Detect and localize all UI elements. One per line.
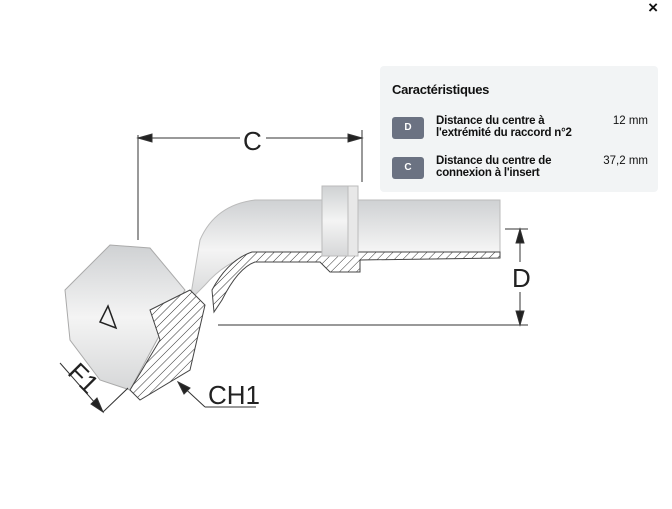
characteristic-value: 12 mm xyxy=(612,115,648,127)
characteristic-row: C Distance du centre de connexion à l'in… xyxy=(392,155,648,185)
characteristic-badge: D xyxy=(392,117,424,139)
dimension-c-label: C xyxy=(243,126,262,156)
characteristic-description: Distance du centre de connexion à l'inse… xyxy=(436,155,552,179)
characteristic-badge: C xyxy=(392,157,424,179)
characteristic-description: Distance du centre à l'extrémité du racc… xyxy=(436,115,572,139)
close-button[interactable]: × xyxy=(648,0,658,17)
characteristic-row: D Distance du centre à l'extrémité du ra… xyxy=(392,115,648,145)
dimension-ch1-label: CH1 xyxy=(208,380,260,410)
characteristics-panel: Caractéristiques D Distance du centre à … xyxy=(380,66,658,192)
dimension-f1 xyxy=(59,362,129,414)
characteristic-value: 37,2 mm xyxy=(603,155,648,167)
dimension-d-label: D xyxy=(512,263,531,293)
characteristics-title: Caractéristiques xyxy=(392,82,490,97)
dimension-ch1 xyxy=(176,380,256,408)
dimension-d xyxy=(218,227,528,327)
fitting-body xyxy=(64,185,501,401)
dimension-c xyxy=(136,130,364,240)
